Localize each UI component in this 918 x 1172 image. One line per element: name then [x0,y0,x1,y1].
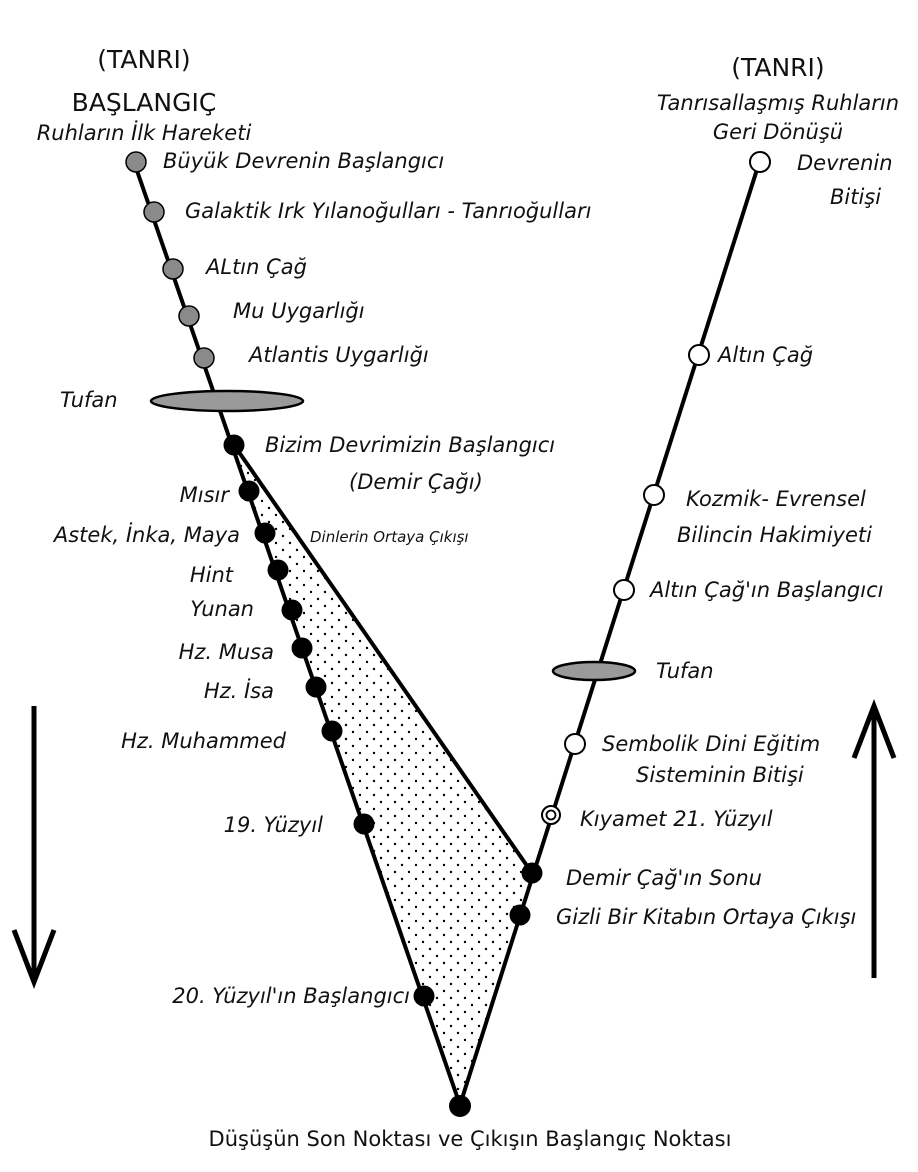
label-cosmic-2: Bilincin Hakimiyeti [677,523,872,547]
label-symbolic-1: Sembolik Dini Eğitim [602,732,820,756]
label-greece: Yunan [190,597,254,621]
label-flood-left: Tufan [60,388,118,412]
label-19th-century: 19. Yüzyıl [224,813,324,837]
black-dot [509,904,531,926]
label-symbolic-2: Sisteminin Bitişi [636,763,804,787]
label-iron-age-end: Demir Çağ'ın Sonu [566,866,762,890]
label-jesus: Hz. İsa [204,678,274,703]
label-end-of-cycle-2: Bitişi [830,185,881,209]
label-doomsday: Kıyamet 21. Yüzyıl [580,807,773,831]
black-dot [291,637,313,659]
down-arrow-icon [11,706,57,989]
label-india: Hint [190,563,234,587]
label-golden-age-early: ALtın Çağ [204,255,307,279]
label-great-cycle-start: Büyük Devrenin Başlangıcı [163,149,444,173]
left-header-god: (TANRI) [97,45,190,74]
label-golden-age: Altın Çağ [716,343,813,367]
white-dot [643,484,665,506]
up-arrow-icon [851,699,897,978]
label-muhammad: Hz. Muhammed [121,729,287,753]
black-dot [413,985,435,1007]
black-dot [267,559,289,581]
right-header-god: (TANRI) [731,53,824,82]
label-galactic-race: Galaktik Irk Yılanoğulları - Tanrıoğulla… [185,199,591,223]
religions-line [232,443,534,875]
black-dot [353,813,375,835]
black-dot [305,676,327,698]
white-dot [688,344,710,366]
flood-disc-left [149,389,305,413]
dotted-wedge [234,445,532,1105]
gray-dot [193,347,215,369]
label-flood-right: Tufan [656,659,714,683]
black-dot [254,522,276,544]
gray-dot [143,201,165,223]
flood-disc-right [551,660,637,682]
label-our-era-2: (Demir Çağı) [349,470,483,494]
black-dot [321,720,343,742]
black-dot [223,434,245,456]
white-dot [613,579,635,601]
label-our-era-1: Bizim Devrimizin Başlangıcı [265,433,555,457]
white-dot [749,151,771,173]
gray-dot [125,151,147,173]
left-header-title: BAŞLANGIÇ [72,88,217,117]
black-dot [238,480,260,502]
left-header-subtitle: Ruhların İlk Hareketi [37,120,252,145]
gray-dot [162,258,184,280]
label-egypt: Mısır [180,483,231,507]
label-moses: Hz. Musa [179,640,274,664]
right-header-line1: Tanrısallaşmış Ruhların [657,91,899,115]
right-header-line2: Geri Dönüşü [713,120,843,144]
black-dot [449,1095,471,1117]
label-mu: Mu Uygarlığı [233,299,365,323]
label-cosmic-1: Kozmik- Evrensel [686,487,866,511]
label-religions: Dinlerin Ortaya Çıkışı [310,528,469,546]
doomsday-dot-inner [545,809,557,821]
label-hidden-book: Gizli Bir Kitabın Ortaya Çıkışı [556,905,856,929]
label-aztec-inca-maya: Astek, İnka, Maya [52,522,240,547]
gray-dot [178,305,200,327]
black-dot [281,599,303,621]
label-bottom-point: Düşüşün Son Noktası ve Çıkışın Başlangıç… [209,1127,732,1151]
label-20th-century-start: 20. Yüzyıl'ın Başlangıcı [172,984,410,1008]
ascent-line [458,159,762,1106]
white-dot [564,733,586,755]
label-golden-age-start: Altın Çağ'ın Başlangıcı [648,578,883,602]
label-atlantis: Atlantis Uygarlığı [247,343,429,367]
label-end-of-cycle-1: Devrenin [797,151,893,175]
black-dot [521,862,543,884]
